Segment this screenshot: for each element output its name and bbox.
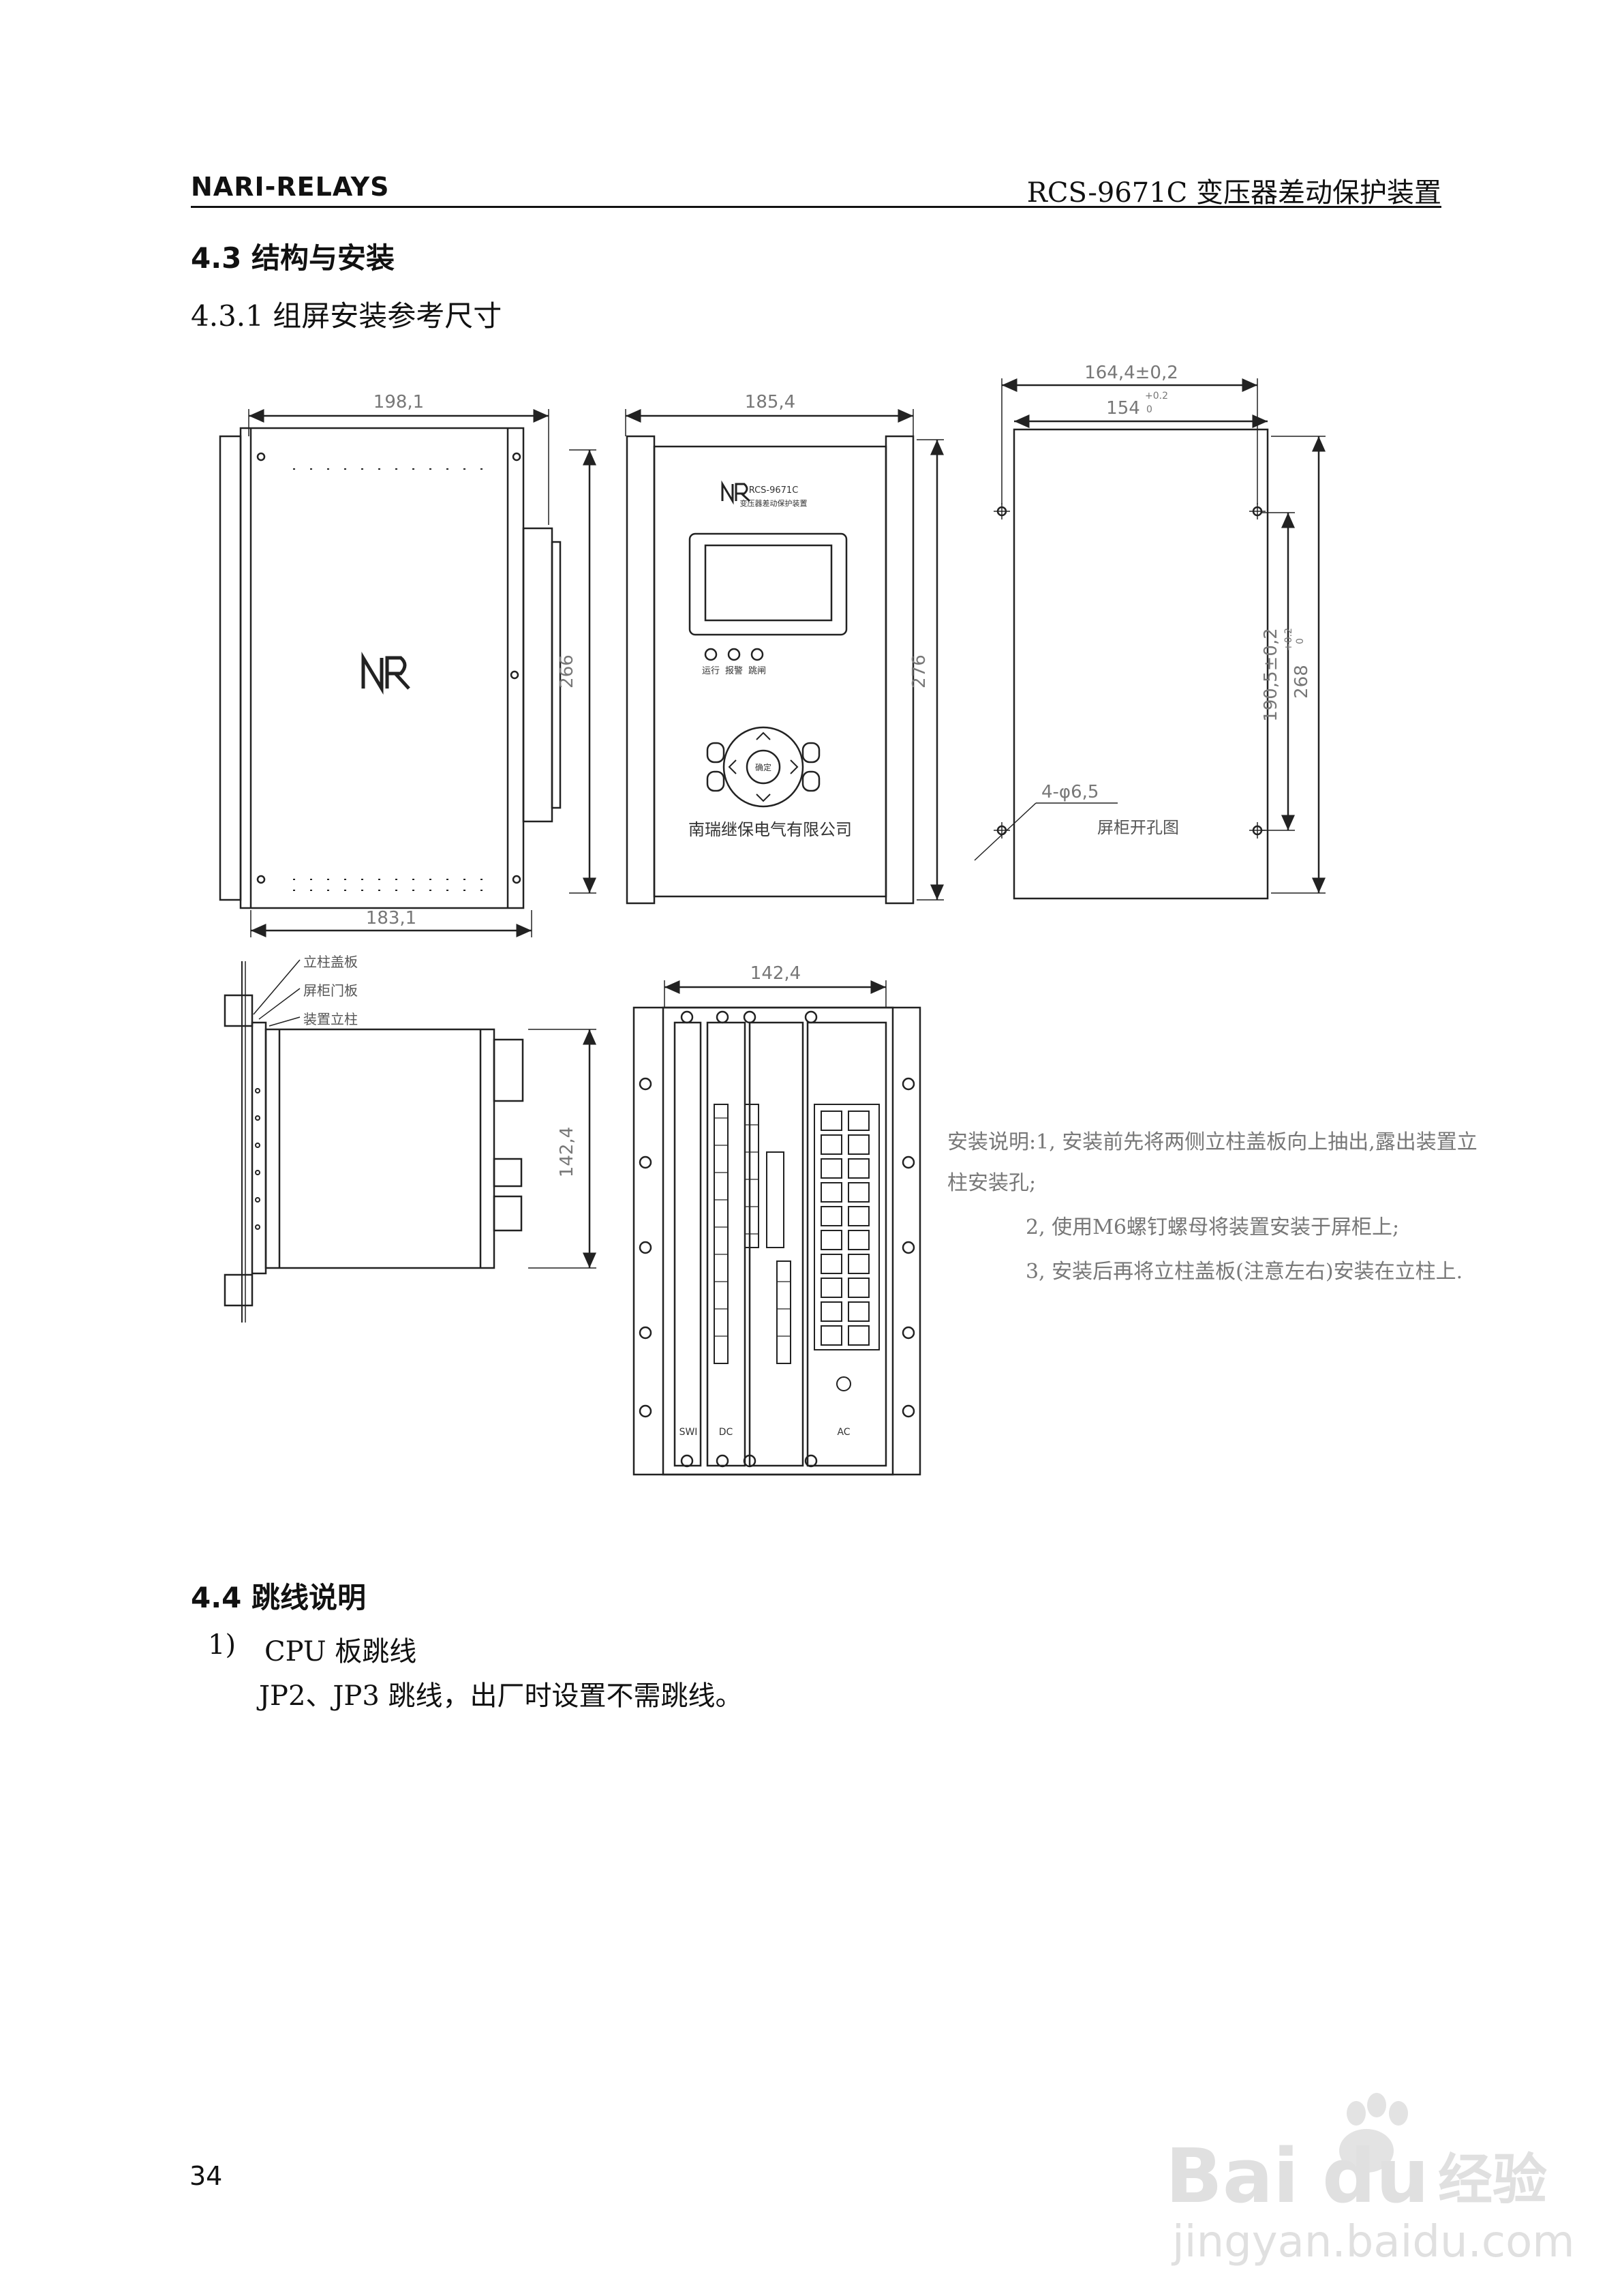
list-item-number: 1) — [208, 1629, 236, 1661]
rear-height-dim: 142,4 — [557, 1127, 577, 1177]
front-top-dim: 185,4 — [745, 392, 795, 412]
label-post-cover: 立柱盖板 — [303, 954, 358, 970]
label-device-post: 装置立柱 — [303, 1011, 358, 1027]
keypad: 确定 — [706, 726, 821, 808]
front-model-sub: 变压器差动保护装置 — [740, 498, 808, 508]
cut-height-dim-1: 190,5±0,2 — [1261, 628, 1281, 722]
cut-top-dim-1: 164,4±0,2 — [1084, 363, 1178, 383]
nr-logo-side — [361, 651, 410, 695]
watermark-sub: 经验 — [1438, 2148, 1547, 2211]
cut-top-dim-2-tol-low: 0 — [1146, 404, 1152, 415]
list-item-body: JP2、JP3 跳线，出厂时设置不需跳线。 — [259, 1680, 743, 1712]
cut-height-dim-2-tol: +0.2 — [1283, 628, 1294, 651]
watermark-brand-2: du — [1322, 2132, 1429, 2220]
slot-label-dc: DC — [719, 1427, 733, 1438]
slot-label-swi: SWI — [679, 1427, 698, 1438]
ac-terminal-block — [814, 1104, 880, 1391]
header-brand: NARI-RELAYS — [191, 172, 390, 202]
section-heading-4-4: 4.4 跳线说明 — [191, 1581, 367, 1614]
install-notes: 安装说明:1, 安装前先将两侧立柱盖板向上抽出,露出装置立 柱安装孔; 2, 使… — [947, 1130, 1478, 1284]
slot-label-ac: AC — [837, 1427, 850, 1438]
cut-height-dim-2: 268 — [1291, 665, 1312, 699]
note-line-4: 3, 安装后再将立柱盖板(注意左右)安装在立柱上. — [1026, 1260, 1463, 1284]
side-height-dim: 266 — [557, 654, 577, 689]
led-label-1: 运行 — [702, 666, 720, 676]
cut-hole-label: 4-φ6,5 — [1041, 782, 1099, 802]
watermark-brand: Bai — [1165, 2132, 1299, 2220]
side-bottom-dim: 183,1 — [366, 908, 416, 928]
header-rule — [191, 206, 1441, 208]
led-label-3: 跳闸 — [748, 666, 766, 676]
front-company: 南瑞继保电气有限公司 — [688, 820, 852, 839]
side-view: 198,1 266 183,1 — [219, 392, 596, 937]
cut-height-dim-2-tol-low: 0 — [1295, 638, 1306, 644]
nr-logo-front — [721, 480, 751, 505]
front-view: RCS-9671C 变压器差动保护装置 运行 报警 跳闸 确定 南瑞继保电气有限… — [625, 392, 944, 905]
rear-side-view: 立柱盖板 屏柜门板 装置立柱 142,4 — [224, 954, 596, 1323]
cut-top-dim-2: 154 — [1106, 398, 1140, 419]
baidu-watermark: Bai du 经验 jingyan.baidu.com — [1165, 2093, 1575, 2267]
header-doc-title: RCS-9671C 变压器差动保护装置 — [1026, 177, 1441, 209]
section-heading-4-3-1: 4.3.1 组屏安装参考尺寸 — [191, 299, 502, 333]
section-heading-4-3: 4.3 结构与安装 — [191, 241, 395, 275]
list-item-title: CPU 板跳线 — [264, 1636, 417, 1667]
front-height-dim: 276 — [909, 654, 930, 689]
front-model: RCS-9671C — [749, 485, 799, 496]
keypad-center-label: 确定 — [755, 762, 771, 772]
watermark-url: jingyan.baidu.com — [1171, 2217, 1575, 2267]
back-top-dim: 142,4 — [750, 963, 801, 984]
note-line-1: 安装说明:1, 安装前先将两侧立柱盖板向上抽出,露出装置立 — [947, 1130, 1478, 1154]
cut-title: 屏柜开孔图 — [1097, 818, 1179, 837]
note-line-3: 2, 使用M6螺钉螺母将装置安装于屏柜上; — [1026, 1215, 1399, 1239]
led-label-2: 报警 — [725, 665, 743, 676]
side-top-dim: 198,1 — [373, 392, 424, 412]
cutout-view: 164,4±0,2 154 +0.2 0 190,5±0,2 268 +0.2 … — [974, 363, 1326, 900]
note-line-2: 柱安装孔; — [947, 1171, 1036, 1195]
page-number: 34 — [189, 2161, 223, 2191]
back-panel-view: SWI DC AC 142,4 — [632, 963, 921, 1476]
label-cabinet-door: 屏柜门板 — [303, 982, 358, 999]
cut-top-dim-2-tol: +0.2 — [1145, 391, 1168, 402]
